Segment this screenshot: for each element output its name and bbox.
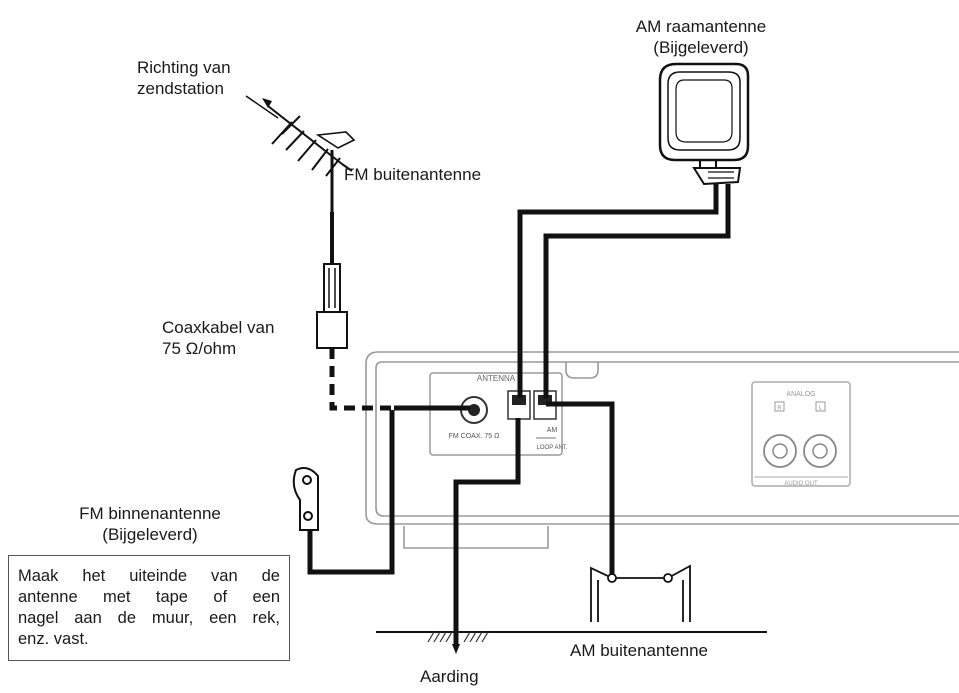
direction-label: Richting van zendstation [137,57,231,99]
audio-out-left-jack[interactable] [803,434,837,468]
panel-loop-ant-label: LOOP ANT. [537,445,568,451]
am-loop-antenna [658,62,750,186]
direction-line-1: Richting van [137,58,231,77]
note-line-4: enz. vast. [18,630,89,648]
note-line-2: antenne met tape of een [18,588,280,606]
am-outdoor-antenna-wire [546,401,615,576]
direction-arrow [245,95,279,119]
am-outdoor-antenna [590,564,691,622]
am-loop-line-2: (Bijgeleverd) [653,38,749,57]
fm-outdoor-cable [323,212,341,313]
fm-indoor-antenna [292,467,319,531]
ground-label: Aarding [420,667,479,686]
panel-left-label: L [819,406,823,412]
audio-out-right-jack[interactable] [763,434,797,468]
coax-label: Coaxkabel van 75 Ω/ohm [162,317,274,359]
fm-outdoor-antenna [267,105,356,212]
panel-am-label: AM [547,427,558,434]
ground-wire [453,418,521,648]
fm-indoor-antenna-wire [307,410,395,575]
am-outdoor-label: AM buitenantenne [570,641,708,660]
ground-tip [452,644,460,654]
fm-indoor-line-2: (Bijgeleverd) [102,525,198,544]
coax-connector [316,311,348,349]
panel-right-label: R [777,406,782,412]
panel-fm-coax-label: FM COAX. 75 Ω [449,433,500,440]
coax-line-1: Coaxkabel van [162,318,275,337]
note-line-1: Maak het uiteinde van de [18,567,280,585]
analog-audio-out-block: ANALOG R L AUDIO OUT [751,381,851,487]
am-loop-wires [517,184,731,398]
fm-indoor-line-1: FM binnenantenne [79,504,221,523]
fm-outdoor-label: FM buitenantenne [344,165,482,184]
panel-analog-label: ANALOG [786,391,815,398]
floor-line [376,631,767,643]
note-line-3: nagel aan de muur, een rek, [18,609,280,627]
direction-line-2: zendstation [137,79,224,98]
panel-antenna-title: ANTENNA [477,374,516,383]
am-loop-label: AM raamantenne (Bijgeleverd) [626,16,776,58]
fm-coax-cable-dashed [329,348,394,411]
coax-line-2: 75 Ω/ohm [162,339,237,358]
am-loop-line-1: AM raamantenne [635,17,767,36]
receiver-back-panel [365,351,959,549]
fm-indoor-label: FM binnenantenne (Bijgeleverd) [60,503,240,545]
panel-audio-out-label: AUDIO OUT [784,481,818,487]
mounting-note: Maak het uiteinde van de antenne met tap… [8,555,290,661]
